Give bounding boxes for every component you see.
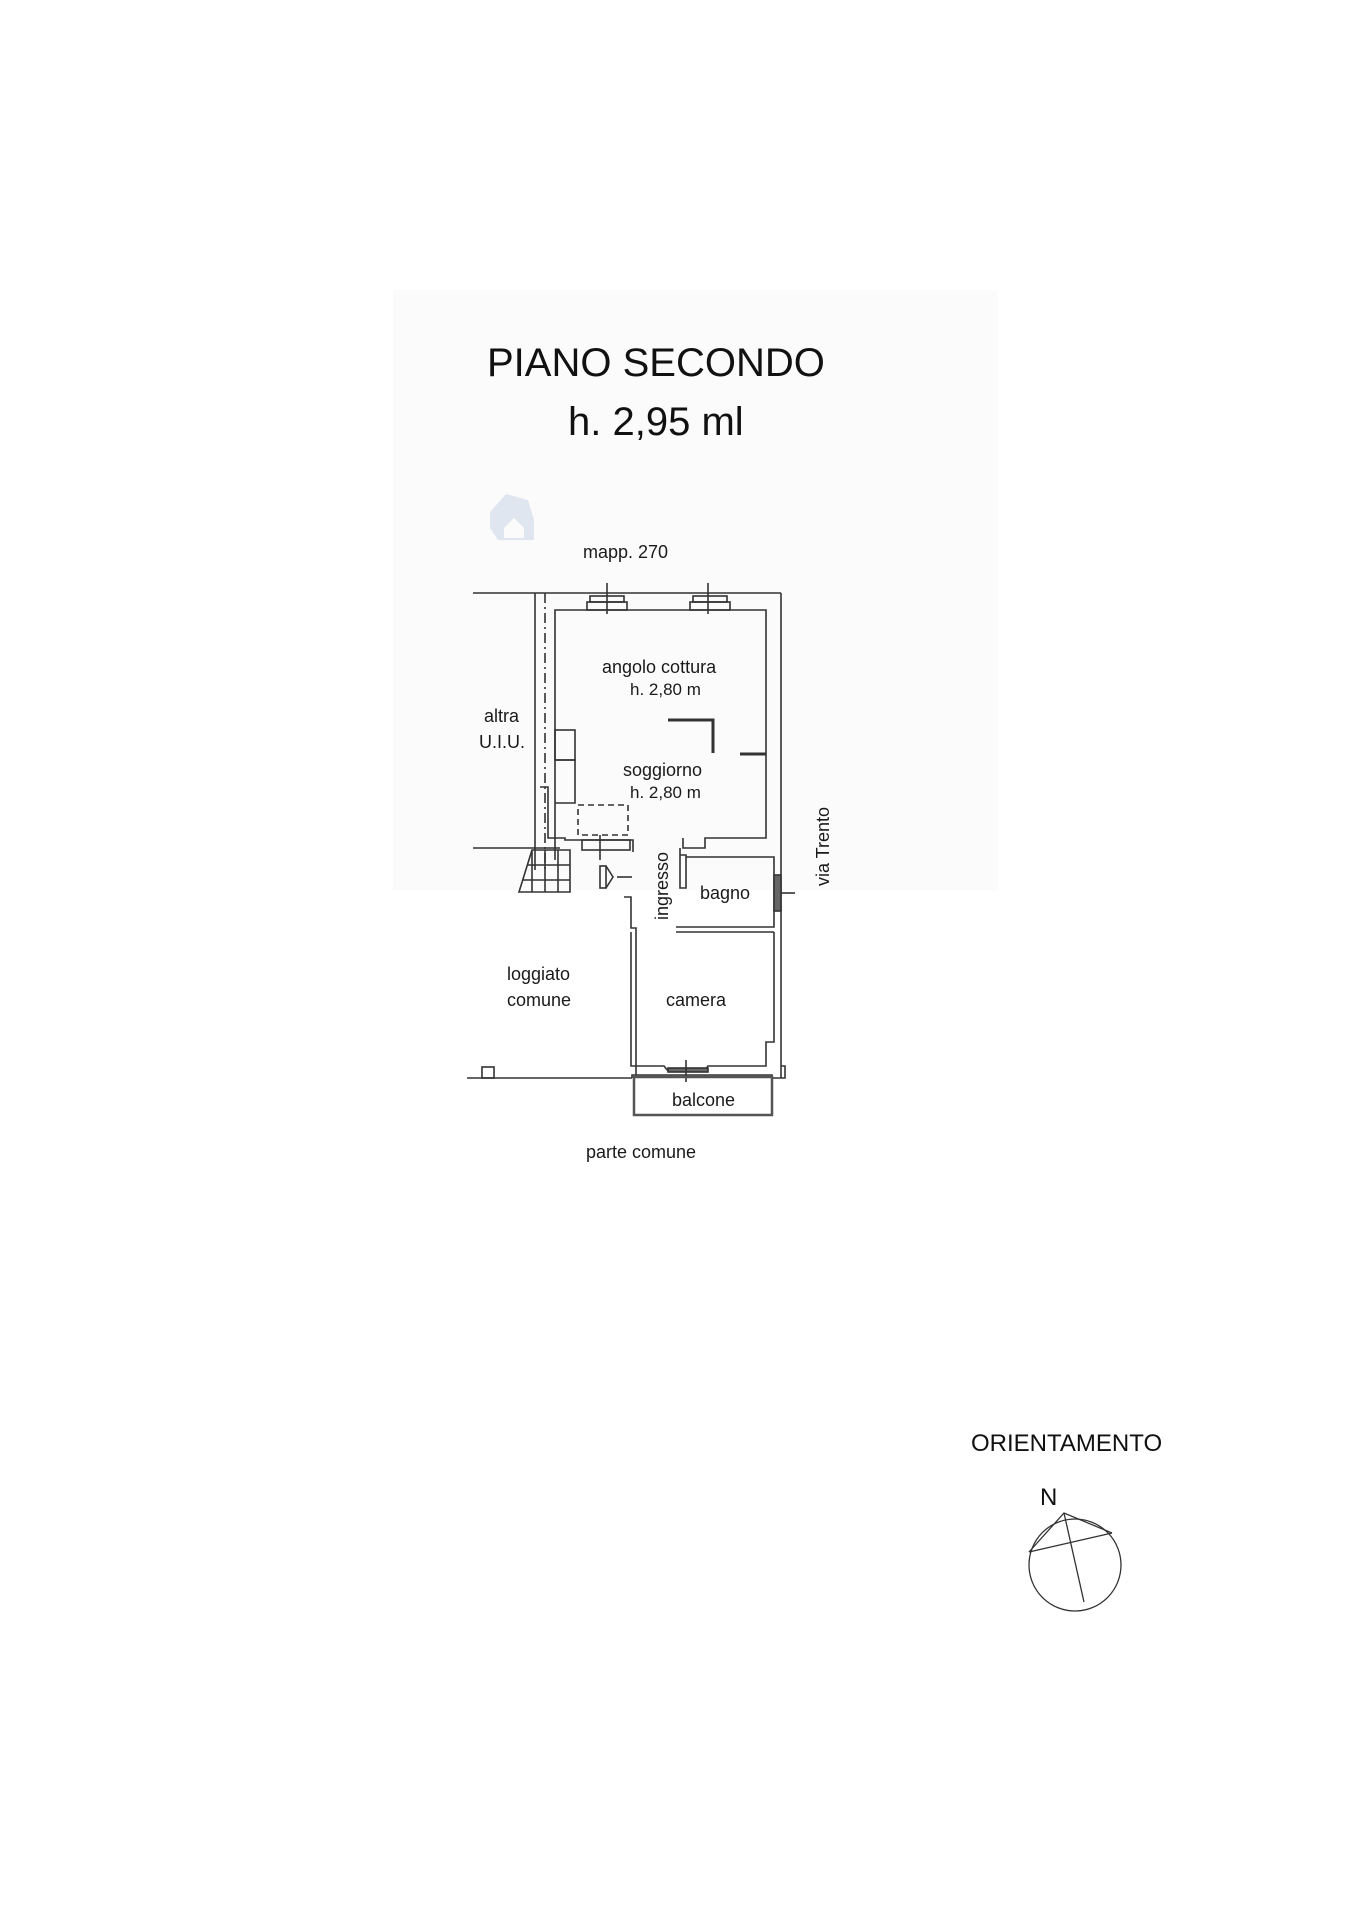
label-camera: camera xyxy=(666,990,727,1010)
label-comune: comune xyxy=(507,990,572,1010)
house-watermark-icon xyxy=(490,494,534,540)
label-loggiato: loggiato xyxy=(507,964,571,984)
label-uiu: U.I.U. xyxy=(479,732,526,752)
north-label: N xyxy=(1040,1484,1058,1511)
label-balcone: balcone xyxy=(672,1090,736,1110)
watermark-background xyxy=(393,290,998,890)
floor-title: PIANO SECONDO xyxy=(487,341,825,385)
label-mapp: mapp. 270 xyxy=(583,542,669,562)
label-via-trento: via Trento xyxy=(813,806,833,886)
label-angolo-cottura-height: h. 2,80 m xyxy=(630,680,701,699)
label-altra: altra xyxy=(484,706,520,726)
label-soggiorno-height: h. 2,80 m xyxy=(630,783,701,802)
label-soggiorno: soggiorno xyxy=(623,760,703,780)
label-parte-comune: parte comune xyxy=(586,1142,697,1162)
floor-height: h. 2,95 ml xyxy=(568,400,744,444)
label-angolo-cottura: angolo cottura xyxy=(602,657,717,677)
north-compass-icon xyxy=(1028,1512,1122,1612)
label-ingresso: ingresso xyxy=(652,851,672,920)
orientation-title: ORIENTAMENTO xyxy=(971,1430,1163,1457)
label-bagno: bagno xyxy=(700,883,751,903)
